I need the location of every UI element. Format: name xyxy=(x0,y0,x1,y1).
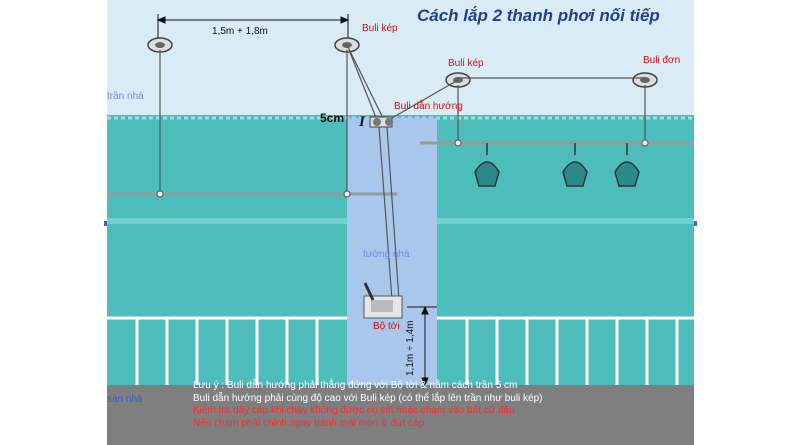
buli-kep-left-label: Buli kép xyxy=(362,23,398,34)
wall-label: tường nhà xyxy=(363,249,410,260)
note-line-3: Kiểm tra dây cáp khi chạy không được cọ … xyxy=(193,405,515,416)
ceiling-area xyxy=(107,0,694,115)
winch-label: Bộ tời xyxy=(373,321,400,332)
winch-device xyxy=(363,282,403,319)
pulley-left-1 xyxy=(147,37,173,53)
gap-label: 5cm xyxy=(320,111,345,125)
balcony-railing xyxy=(107,316,694,385)
note-line-4: Nếu chạm phải chỉnh ngay tránh mài mòn &… xyxy=(193,417,425,429)
span-dimension xyxy=(156,14,350,38)
buli-kep-right-label: Buli kép xyxy=(448,58,484,69)
height-dimension xyxy=(407,305,437,387)
clothes-hangers xyxy=(474,143,640,187)
diagram-canvas: I xyxy=(107,0,694,445)
span-label: 1,5m + 1,8m xyxy=(212,26,268,37)
cables-left xyxy=(159,44,384,194)
pulley-right-single xyxy=(632,72,658,88)
cables-right xyxy=(378,77,646,301)
ceiling-label: trần nhà xyxy=(107,91,144,102)
note-line-1: Lưu ý : Buli dẫn hướng phải thẳng đứng v… xyxy=(193,380,518,391)
diagram-drawing: I xyxy=(107,0,694,445)
note-line-2: Buli dẫn hướng phải cùng độ cao với Buli… xyxy=(193,392,543,404)
svg-text:I: I xyxy=(358,114,366,130)
selection-handle-left[interactable] xyxy=(104,221,109,226)
selection-handle-right[interactable] xyxy=(692,221,697,226)
wall-pillar xyxy=(347,118,437,388)
buli-don-label: Buli đơn xyxy=(643,55,681,66)
floor-label: sàn nhà xyxy=(107,394,143,405)
guide-pulley xyxy=(369,116,393,128)
height-label: 1,1m ÷ 1,4m xyxy=(405,320,416,376)
floor-area xyxy=(107,385,694,445)
notes-block: Lưu ý : Buli dẫn hướng phải thẳng đứng v… xyxy=(193,380,543,430)
buli-dan-huong-label: Buli dẫn hướng xyxy=(394,101,463,112)
diagram-title: Cách lắp 2 thanh phơi nối tiếp xyxy=(417,6,660,25)
